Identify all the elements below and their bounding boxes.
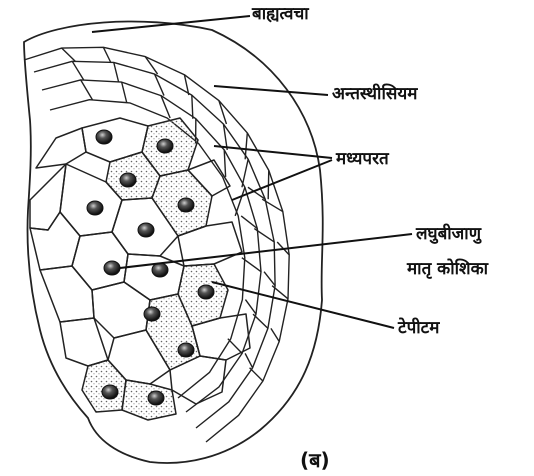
nucleus <box>102 385 118 399</box>
leader-endothecium <box>214 86 328 95</box>
cell-wall <box>192 95 193 119</box>
leader-epidermis <box>92 16 250 32</box>
tapetum-cell <box>82 360 126 412</box>
cell-wall <box>228 339 242 354</box>
figure-caption: (ब) <box>300 448 330 472</box>
leader-tapetum <box>212 282 394 328</box>
cell-wall <box>250 368 263 381</box>
cell-wall <box>103 47 110 62</box>
nucleus <box>178 198 194 212</box>
nucleus <box>178 343 194 357</box>
mmc-cell <box>72 232 128 290</box>
leader-middle-1 <box>214 146 332 158</box>
nucleus <box>152 263 168 277</box>
label-endothecium: अन्तस्थीसियम <box>332 86 417 103</box>
anther-wall-layers <box>24 47 289 442</box>
nucleus <box>87 201 103 215</box>
label-middle-layers: मध्यपरत <box>336 151 389 168</box>
cell-wall <box>271 328 279 341</box>
nucleus <box>157 139 173 153</box>
nucleus <box>148 391 164 405</box>
cell-wall <box>235 187 245 216</box>
sporogenous-tissue <box>30 118 250 420</box>
nucleus <box>96 130 112 144</box>
cell-wall <box>253 314 268 328</box>
middle-layer-cell <box>36 128 86 168</box>
cell-wall <box>62 48 76 61</box>
nucleus <box>138 223 154 237</box>
cell-wall <box>264 272 275 286</box>
middle-layer-cell <box>30 164 66 230</box>
nucleus <box>104 261 120 275</box>
label-epidermis: बाह्यत्वचा <box>252 6 309 23</box>
cell-wall <box>242 159 248 187</box>
cell-wall <box>224 150 225 177</box>
middle-layer-cell <box>40 266 94 322</box>
cell-wall <box>245 353 252 367</box>
cell-wall <box>72 61 83 80</box>
cell-wall <box>245 300 256 315</box>
cell-wall <box>81 80 93 100</box>
label-tapetum: टेपीटम <box>398 320 439 337</box>
cell-wall <box>122 82 127 103</box>
nucleus <box>120 173 136 187</box>
middle-layer-cell <box>30 212 80 270</box>
nucleus <box>144 307 160 321</box>
tapetum-cell <box>92 282 150 338</box>
label-mmc-line1: लघुबीजाणु <box>416 226 481 243</box>
label-mmc-line2: मातृ कोशिका <box>407 261 488 278</box>
nucleus <box>198 285 214 299</box>
cell-wall <box>114 62 119 82</box>
